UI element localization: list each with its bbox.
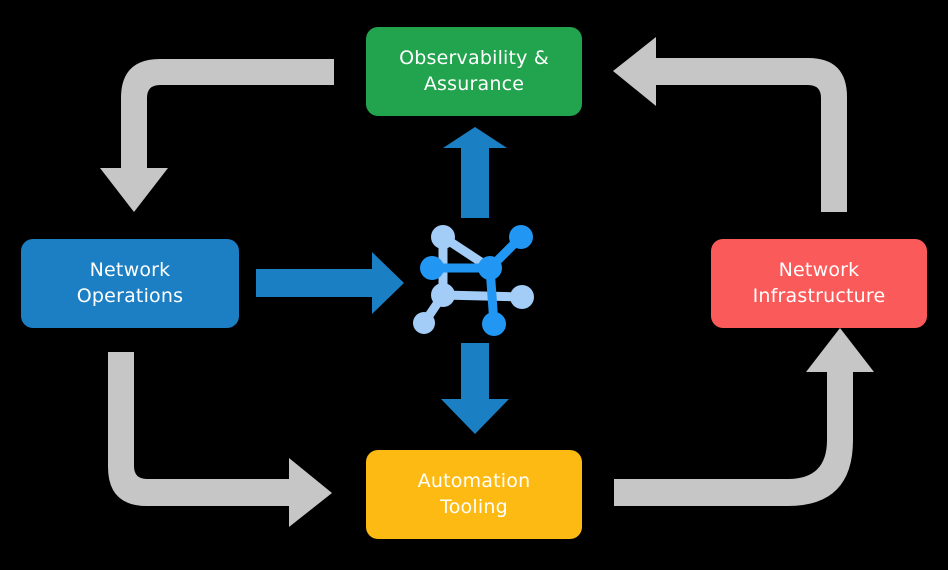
- arrow-observability-to-operations: [100, 59, 334, 212]
- network-icon-primary-nodes: [420, 225, 533, 336]
- node-label-automation-tooling: Automation Tooling: [417, 470, 531, 518]
- network-topology-icon: [413, 225, 534, 336]
- node-box-observability[interactable]: Observability & Assurance: [366, 27, 582, 116]
- network-icon-secondary-nodes: [413, 225, 534, 334]
- node-label-network-operations: Network Operations: [76, 259, 184, 307]
- arrow-operations-to-center: [256, 252, 404, 314]
- node-box-network-operations[interactable]: Network Operations: [21, 239, 239, 328]
- node-label-network-infrastructure: Network Infrastructure: [752, 259, 886, 307]
- arrow-automation-to-infrastructure: [614, 328, 874, 506]
- node-box-automation-tooling[interactable]: Automation Tooling: [366, 450, 582, 539]
- arrow-center-to-automation: [441, 343, 509, 434]
- arrow-operations-to-automation: [108, 352, 332, 527]
- node-label-observability: Observability & Assurance: [399, 47, 549, 95]
- node-box-network-infrastructure[interactable]: Network Infrastructure: [711, 239, 927, 328]
- arrow-infrastructure-to-observability: [613, 37, 847, 212]
- arrow-center-to-observability: [443, 127, 507, 218]
